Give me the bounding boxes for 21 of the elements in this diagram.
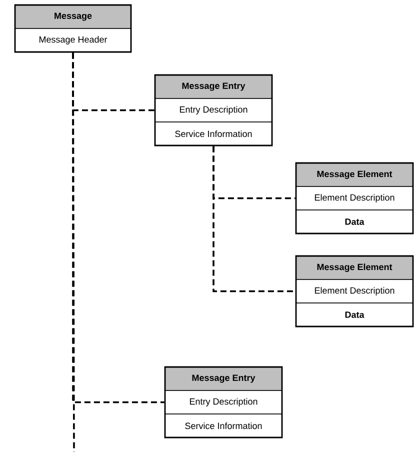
table-row: Element Description: [296, 279, 414, 304]
record-box: [14, 4, 132, 53]
table-row: Entry Description: [164, 390, 282, 414]
record-box: [154, 74, 273, 146]
table-row: Service Information: [164, 414, 282, 438]
table-header: Message Entry: [164, 366, 282, 391]
table-header: Message Element: [296, 162, 414, 187]
record-box: [295, 162, 414, 234]
connector-line: [212, 146, 296, 292]
record-box: [295, 255, 414, 328]
table-row: Service Information: [154, 122, 272, 146]
table-row: Message Header: [14, 28, 132, 52]
table-row: Data: [296, 210, 414, 234]
connector-line: [72, 52, 75, 452]
table-row: Entry Description: [154, 98, 272, 122]
table-header: Message: [14, 4, 132, 29]
table-header: Message Entry: [154, 74, 272, 99]
table-row: Element Description: [296, 186, 414, 210]
table-header: Message Element: [296, 256, 414, 280]
record-box: [164, 366, 283, 438]
table-row: Data: [296, 302, 414, 327]
